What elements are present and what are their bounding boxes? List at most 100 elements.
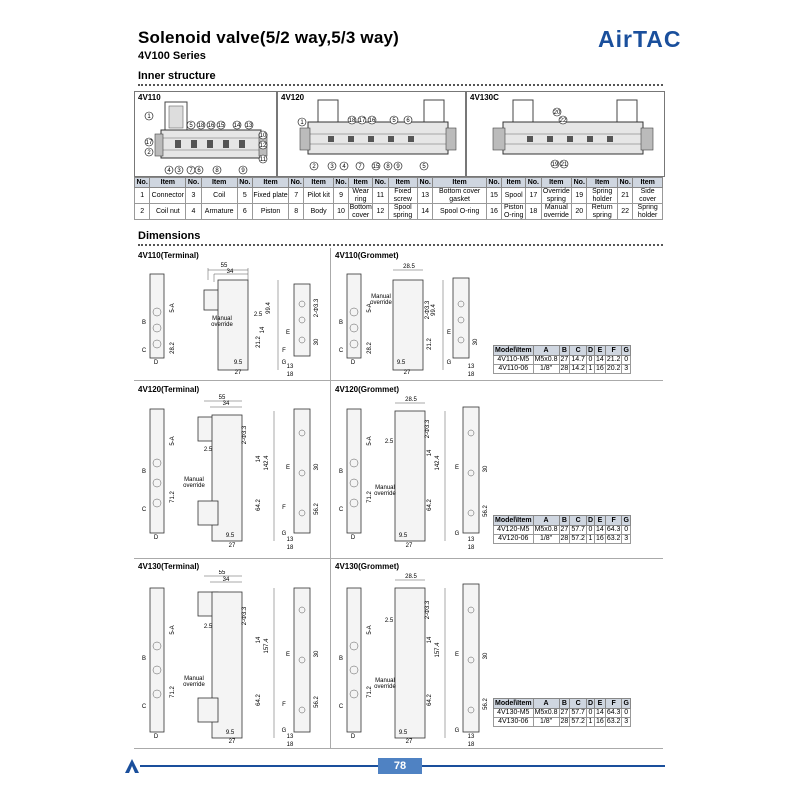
table-cell: Connector [149, 187, 187, 204]
table-cell: Coil nut [149, 203, 187, 220]
dim-34: 34 [227, 269, 234, 275]
table-cell: Armature [200, 203, 238, 220]
table-cell: 14 [594, 708, 606, 718]
dim-28-5: 28.5 [405, 397, 417, 403]
col-header: B [558, 345, 571, 356]
table-cell: 1 [585, 717, 596, 727]
table-row: 4V120-M5 M5x0.8 27 57.7 0 14 64.3 0 [493, 525, 631, 535]
dim-13: 13 [287, 537, 294, 543]
col-header: Item [348, 177, 374, 188]
table-row: 4V110-M5 M5x0.8 27 14.7 0 14 21.2 0 [493, 355, 631, 365]
col-header: F [604, 345, 623, 356]
dim-2-phi: 2-Φ3.3 [242, 606, 248, 625]
callout-7: 7 [189, 168, 193, 174]
col-header: A [532, 698, 560, 709]
dim-18: 18 [287, 545, 294, 551]
col-header: G [621, 515, 631, 526]
callout-6: 6 [197, 168, 201, 174]
table-cell: 18 [525, 203, 542, 220]
dim-30: 30 [483, 652, 489, 659]
col-header: No. [288, 177, 305, 188]
table-row: 4V110-06 1/8" 28 14.2 1 16 20.2 3 [493, 364, 631, 374]
callout-20: 20 [554, 110, 561, 116]
page-number: 78 [378, 758, 422, 774]
dim-30: 30 [314, 338, 320, 345]
col-header: Model\Item [493, 698, 534, 709]
callout-14: 14 [234, 123, 241, 129]
table-cell: Return spring [586, 203, 618, 220]
inner-panel-4v130c: 4V130C 20 22 19 21 [466, 91, 665, 177]
dim-21-2: 21.2 [256, 336, 262, 348]
dim-5-A: 5-A [367, 303, 373, 312]
table-cell: 20.2 [604, 364, 623, 374]
dim-panel-label-4v120-grommet: 4V120(Grommet) [335, 385, 400, 394]
dim-D: D [154, 734, 159, 740]
dim-2-5: 2.5 [385, 439, 394, 445]
grid-divider-row2 [134, 558, 663, 559]
brand-logo: AirTAC [598, 26, 682, 52]
col-header: No. [236, 177, 254, 188]
corner-logo-icon [125, 759, 139, 773]
callout-16: 16 [369, 118, 376, 124]
dim-9-5: 9.5 [399, 533, 408, 539]
table-cell: Piston [252, 203, 290, 220]
table-cell: 21 [616, 187, 634, 204]
table-cell: Body [303, 203, 334, 220]
dim-5-A: 5-A [170, 303, 176, 312]
override-label: override [183, 483, 205, 489]
col-header: No. [185, 177, 202, 188]
dim-55: 55 [219, 570, 226, 576]
dim-64-2: 64.2 [256, 694, 262, 706]
dim-2-phi: 2-Φ3.3 [314, 298, 320, 317]
col-header: Item [432, 177, 487, 188]
table-cell: Fixed plate [252, 187, 290, 204]
override-label: override [211, 322, 233, 328]
dim-D: D [351, 360, 356, 366]
col-header: A [532, 515, 560, 526]
dim-64-2: 64.2 [427, 499, 433, 511]
callout-1: 1 [300, 120, 304, 126]
dim-2-5: 2.5 [204, 447, 213, 453]
dim-14: 14 [256, 455, 262, 462]
model-table-4v130: Model\Item A B C D E F G 4V130-M5 M5x0.8… [493, 698, 631, 727]
callout-12: 12 [260, 143, 267, 149]
col-header: No. [616, 177, 634, 188]
section-rule-dims [138, 244, 663, 246]
dim-5-A: 5-A [367, 436, 373, 445]
dim-30: 30 [473, 338, 479, 345]
dim-18: 18 [468, 742, 475, 748]
col-header: No. [485, 177, 503, 188]
table-cell: 0 [585, 525, 596, 535]
dim-28-5: 28.5 [405, 574, 417, 580]
model-table-4v110: Model\Item A B C D E F G 4V110-M5 M5x0.8… [493, 345, 631, 374]
model-table-header: Model\Item A B C D E F G [493, 515, 631, 526]
col-header: C [569, 515, 587, 526]
callout-6: 6 [406, 118, 410, 124]
dim-27: 27 [229, 543, 236, 549]
valve-cutaway-4v110: 1 5 18 16 15 14 13 17 10 2 12 11 4 3 7 6… [144, 101, 268, 175]
table-cell: 63.2 [604, 534, 623, 544]
override-label: override [183, 682, 205, 688]
dim-2-phi: 2-Φ3.3 [425, 419, 431, 438]
dim-F: F [282, 702, 286, 708]
table-cell: 16 [594, 364, 606, 374]
dim-28-2: 28.2 [170, 342, 176, 354]
dim-panel-label-4v130-grommet: 4V130(Grommet) [335, 562, 400, 571]
table-cell: 57.2 [569, 717, 587, 727]
dim-71-2: 71.2 [367, 686, 373, 698]
table-cell: 12 [372, 203, 389, 220]
col-header: Item [303, 177, 334, 188]
dim-99-4: 99.4 [431, 304, 437, 316]
table-cell: 16 [594, 717, 606, 727]
callout-22: 22 [560, 118, 567, 124]
table-cell: 21.2 [604, 355, 623, 365]
dim-B: B [142, 656, 146, 662]
dim-55: 55 [219, 395, 226, 401]
callout-19: 19 [552, 162, 559, 168]
table-cell: Spring holder [586, 187, 618, 204]
dim-C: C [339, 704, 344, 710]
dim-27: 27 [229, 739, 236, 745]
col-header: Item [632, 177, 663, 188]
table-cell: 3 [621, 364, 631, 374]
dim-5-A: 5-A [367, 625, 373, 634]
